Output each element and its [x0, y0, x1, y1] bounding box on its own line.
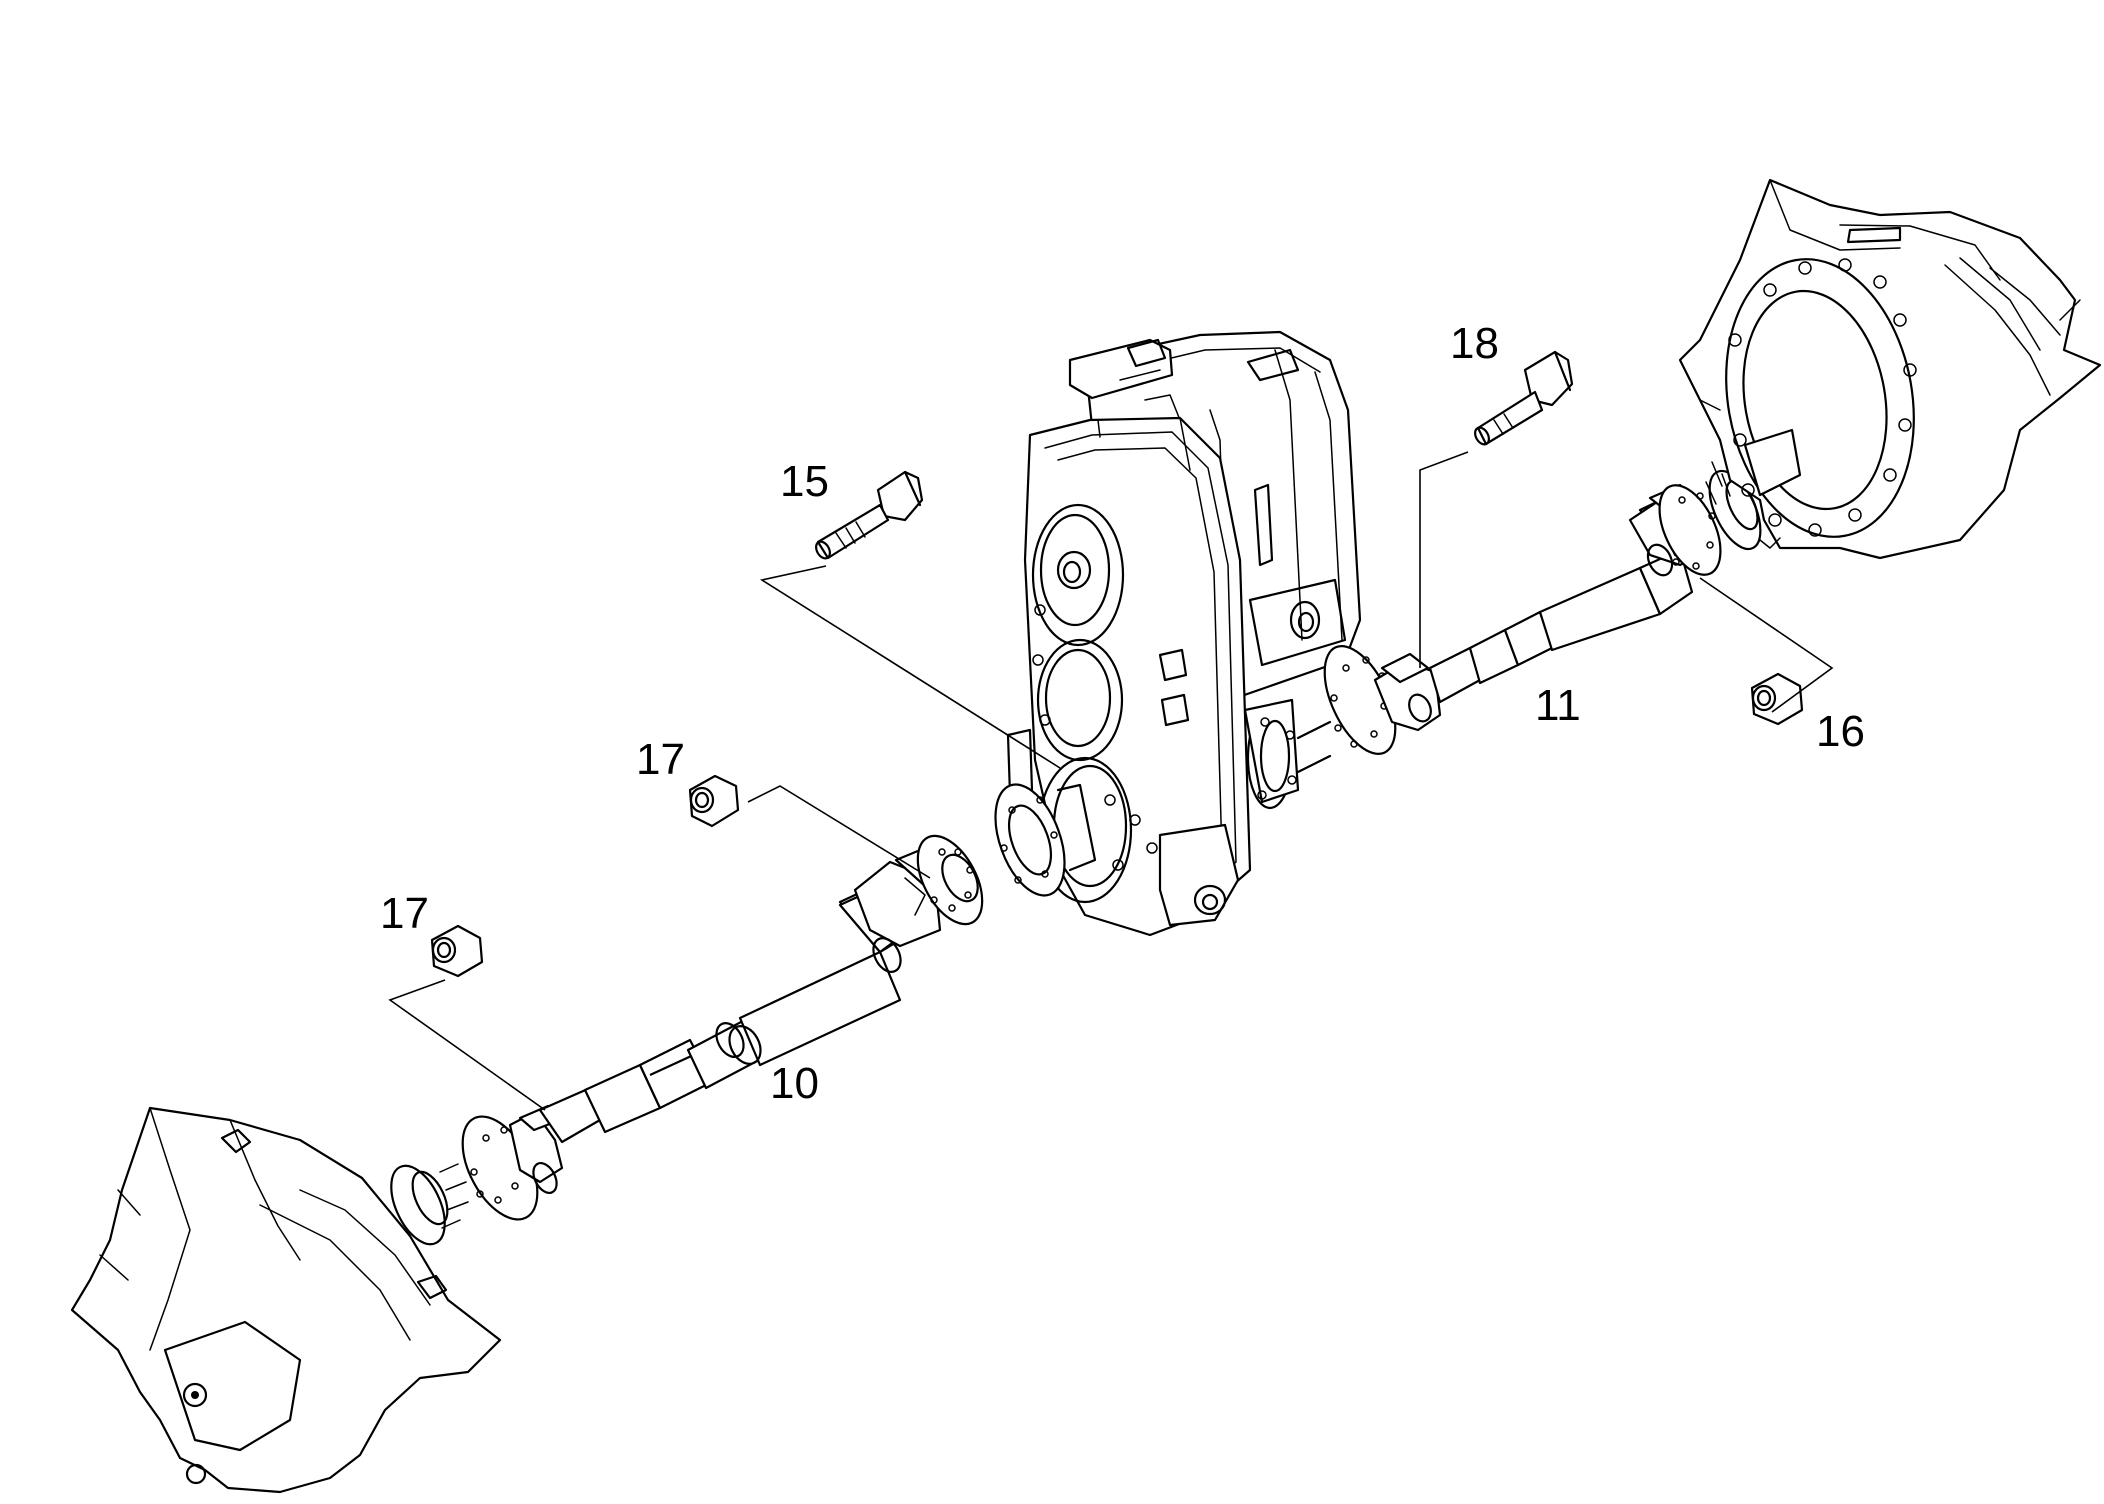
- rear-axle-housing: [70, 1106, 502, 1494]
- callout-11: 11: [1535, 681, 1581, 730]
- nut-17-lower: [430, 924, 484, 978]
- front-axle-housing: [1678, 178, 2102, 560]
- propeller-shaft-11: [1323, 461, 1762, 755]
- callout-18: 18: [1450, 319, 1499, 368]
- callout-16: 16: [1816, 707, 1865, 756]
- nut-17-upper: [688, 774, 740, 828]
- nut-16: [1750, 672, 1804, 726]
- middle-bore: [1036, 638, 1124, 762]
- callout-15: 15: [780, 457, 829, 506]
- callouts: 10 11 15 16 17 17 18: [380, 319, 1865, 1108]
- transfer-case: [994, 330, 1362, 937]
- propeller-shaft-10: [461, 834, 984, 1221]
- callout-10: 10: [770, 1059, 819, 1108]
- leader-lines: [388, 451, 1834, 1111]
- bolt-18: [1474, 350, 1574, 446]
- upper-bore: [1031, 503, 1125, 647]
- bolt-15: [815, 470, 924, 560]
- callout-17-upper: 17: [636, 735, 685, 784]
- callout-17-lower: 17: [380, 889, 429, 938]
